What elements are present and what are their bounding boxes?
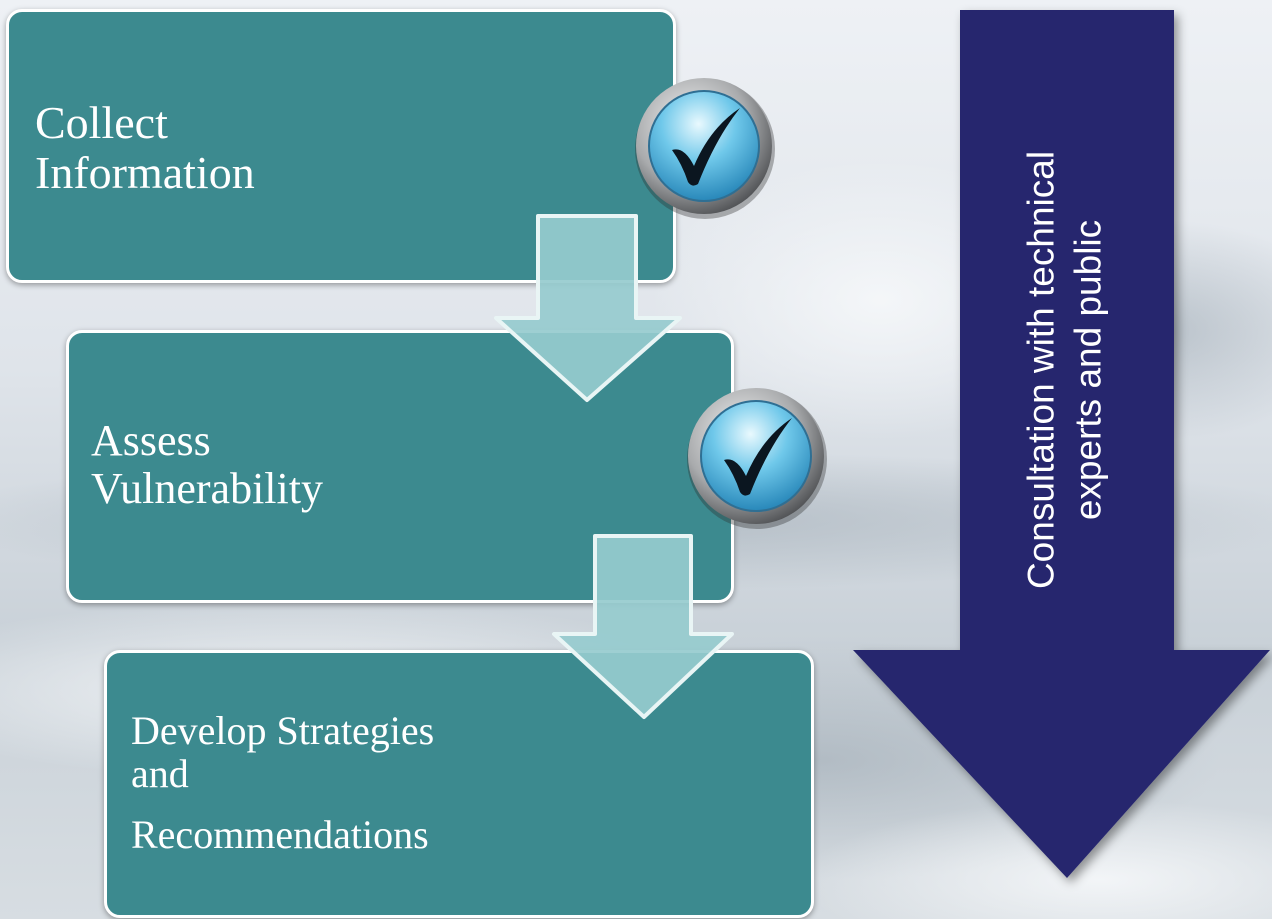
consultation-label-line: experts and public <box>1068 219 1109 521</box>
step-label: Collect Information <box>35 98 255 197</box>
step-label-line: Vulnerability <box>91 463 323 513</box>
step-label-line: Develop Strategies <box>131 708 435 753</box>
step-label-line: Assess <box>91 416 211 465</box>
step-label-line: Recommendations <box>131 812 429 858</box>
step-label-line: and <box>131 751 189 797</box>
step-label-line: Collect <box>35 97 168 148</box>
down-arrow-icon <box>494 214 682 402</box>
step-label-line: Information <box>35 146 255 198</box>
down-arrow-icon <box>552 534 734 719</box>
step-label: Develop Strategies and Recommendations <box>131 709 434 857</box>
consultation-label: Consultation with technical experts and … <box>1018 151 1113 589</box>
checkmark-icon <box>687 388 827 529</box>
checkmark-icon <box>635 78 775 219</box>
consultation-label-line: Consultation with technical <box>1020 150 1062 590</box>
step-label: Assess Vulnerability <box>91 417 323 512</box>
step-collect-information: Collect Information <box>6 9 676 283</box>
step-develop-strategies: Develop Strategies and Recommendations <box>104 650 814 918</box>
